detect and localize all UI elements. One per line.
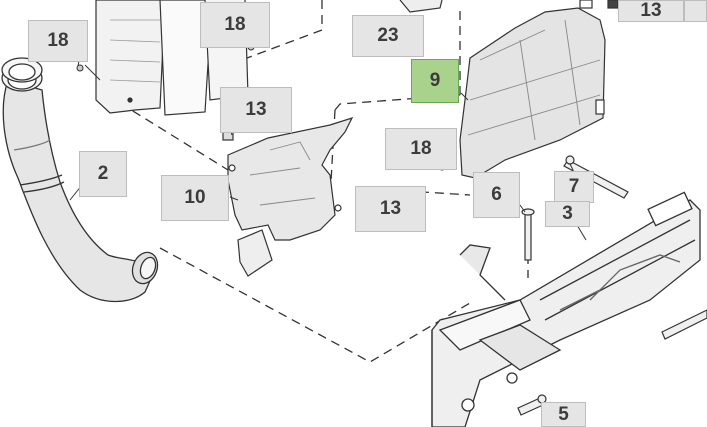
callout-9-selected[interactable]: 9	[411, 59, 459, 103]
callout-10[interactable]: 10	[161, 175, 229, 221]
callout-18-left[interactable]: 18	[28, 20, 88, 62]
callout-6[interactable]: 6	[473, 172, 520, 218]
callout-3[interactable]: 3	[545, 201, 590, 227]
shield-part	[227, 116, 354, 277]
callout-13-top-right[interactable]: 13	[618, 0, 684, 22]
hose-part	[1, 57, 159, 303]
callout-7[interactable]: 7	[554, 171, 594, 203]
callout-18-top[interactable]: 18	[200, 2, 270, 48]
callout-18-right[interactable]: 18	[385, 128, 457, 170]
callout-box-top-right-edge	[684, 0, 707, 22]
bolt-part-7	[563, 155, 629, 199]
rod-right	[661, 309, 707, 340]
top-left-panel	[95, 0, 213, 116]
callout-13-mid[interactable]: 13	[220, 87, 292, 133]
frame-part	[431, 191, 701, 427]
bolt-part-6	[521, 208, 535, 261]
callout-5[interactable]: 5	[541, 402, 586, 427]
callout-2[interactable]: 2	[79, 151, 127, 197]
callout-23[interactable]: 23	[352, 15, 424, 57]
callout-13-lower[interactable]: 13	[355, 186, 426, 232]
side-panel-part	[459, 0, 606, 179]
